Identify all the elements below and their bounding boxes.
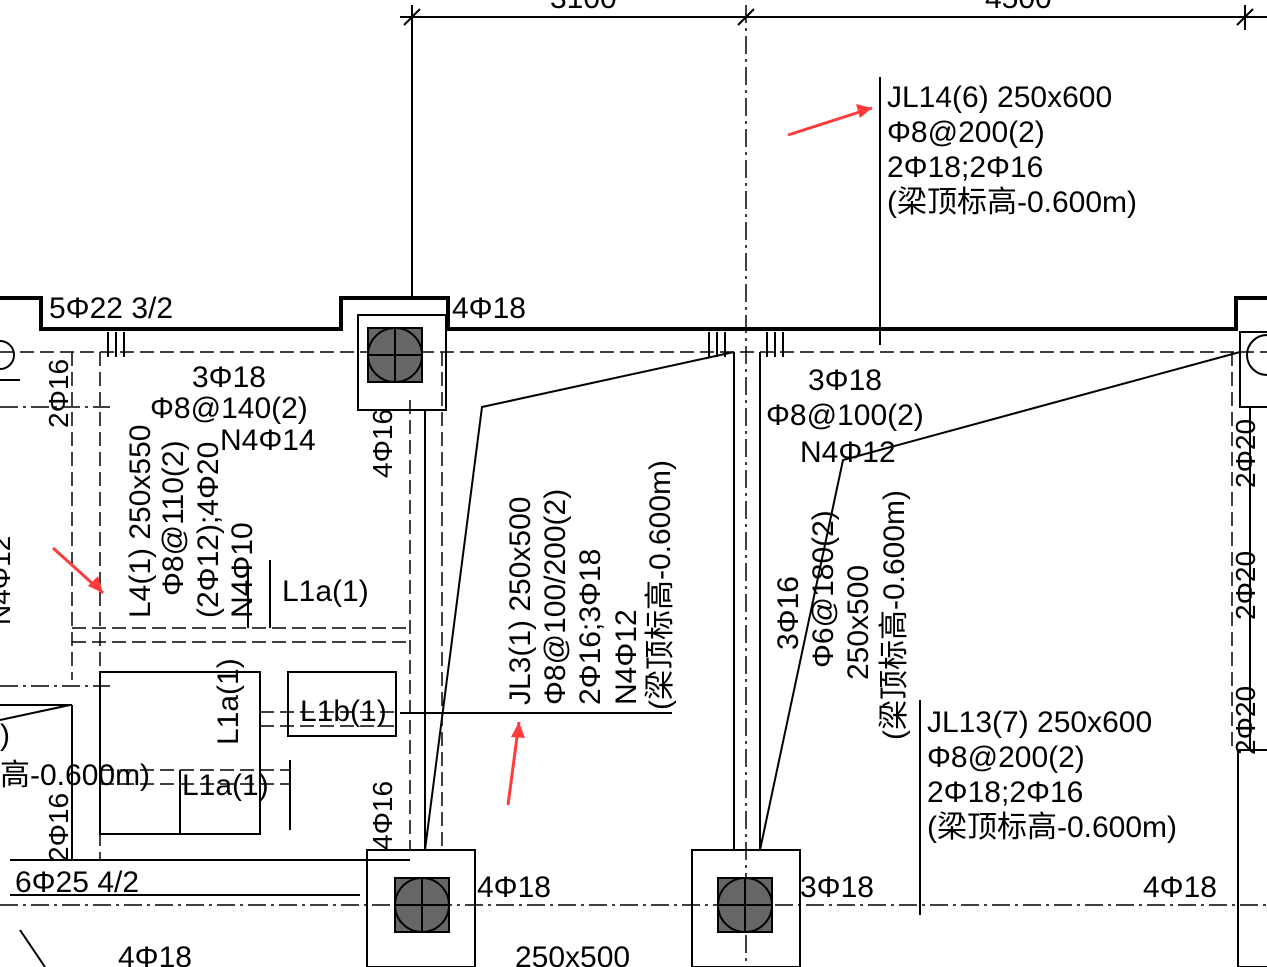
leader-lines [400, 77, 1241, 915]
column-bottom-mid [691, 849, 801, 967]
jl14-annotation: JL14(6) 250x600 Φ8@200(2) 2Φ18;2Φ16 (梁顶标… [887, 81, 1137, 219]
l1a-top-label: L1a(1) [282, 575, 369, 608]
top-main-beam [0, 296, 1267, 353]
jl14-line3: 2Φ18;2Φ16 [887, 151, 1043, 184]
beam-stirrup-marks [107, 332, 784, 357]
left-block-line3: N4Φ14 [220, 424, 316, 457]
dimension-left-span: 3100 [550, 0, 617, 15]
top-left-bar-label: 5Φ22 3/2 [49, 292, 173, 325]
right-2phi20-a: 2Φ20 [1230, 419, 1261, 488]
annotation-arrows [51, 104, 873, 806]
right-block-line3: N4Φ12 [800, 436, 896, 469]
col1-4phi16-lower: 4Φ16 [367, 781, 398, 850]
mid-line2: Φ6@180(2) [807, 510, 840, 668]
secondary-beams-frame [0, 560, 410, 967]
right-block-line1: 3Φ18 [808, 364, 882, 397]
bottom-col1-bar: 4Φ18 [477, 871, 551, 904]
jl3-line4: N4Φ12 [610, 609, 643, 705]
bottom-left-low-bar: 4Φ18 [118, 941, 192, 967]
l4-line1: L4(1) 250x550 [124, 425, 157, 618]
jl3-annotation: JL3(1) 250x500 Φ8@100/200(2) 2Φ16;3Φ18 N… [504, 460, 677, 710]
column-bottom-right [1237, 749, 1267, 967]
column-top-right [1239, 331, 1267, 408]
bottom-right-bar: 4Φ18 [1143, 871, 1217, 904]
mid-line4: (梁顶标高-0.600m) [878, 490, 911, 740]
jl13-line2: Φ8@200(2) [927, 741, 1085, 774]
beam-lines [0, 340, 1251, 860]
l4-line4: N4Φ10 [226, 522, 259, 618]
l1a-vertical-label: L1a(1) [212, 658, 245, 745]
column-top-left [357, 314, 447, 411]
jl14-line2: Φ8@200(2) [887, 116, 1045, 149]
bottom-col2-bar: 3Φ18 [800, 871, 874, 904]
left-edge-paren: ) [0, 719, 10, 752]
jl14-line1: JL14(6) 250x600 [887, 81, 1112, 114]
right-2phi20-b: 2Φ20 [1230, 551, 1261, 620]
dimension-line: 3100 4500 [400, 0, 1267, 300]
axis-lines [0, 5, 1267, 967]
bottom-left-bar: 6Φ25 4/2 [15, 866, 139, 899]
jl3-line1: JL3(1) 250x500 [504, 497, 537, 705]
right-block-line2: Φ8@100(2) [766, 399, 924, 432]
jl3-line5: (梁顶标高-0.600m) [644, 460, 677, 710]
jl13-line1: JL13(7) 250x600 [927, 706, 1152, 739]
top-mid-bar-label: 4Φ18 [452, 292, 526, 325]
jl13-annotation: JL13(7) 250x600 Φ8@200(2) 2Φ18;2Φ16 (梁顶标… [927, 706, 1177, 844]
column-bottom-left [366, 849, 476, 967]
l4-line3: (2Φ12);4Φ20 [192, 442, 225, 618]
left-col-2phi16-top: 2Φ16 [43, 359, 74, 428]
jl13-line4: (梁顶标高-0.600m) [927, 811, 1177, 844]
right-2phi20-c: 2Φ20 [1230, 686, 1261, 755]
mid-line1: 3Φ16 [772, 576, 805, 650]
l1b-label: L1b(1) [300, 695, 387, 728]
left-edge-cut-label: N4Φ12 [0, 536, 16, 625]
jl3-line2: Φ8@100/200(2) [539, 489, 572, 705]
mid-beam-annotation: 3Φ16 Φ6@180(2) 250x500 (梁顶标高-0.600m) [772, 490, 911, 740]
mid-line3: 250x500 [842, 565, 875, 680]
left-edge-2phi16: 2Φ16 [43, 793, 74, 862]
dimension-right-span: 4500 [985, 0, 1052, 15]
jl14-line4: (梁顶标高-0.600m) [887, 186, 1137, 219]
col1-4phi16-upper: 4Φ16 [367, 409, 398, 478]
left-block-line1: 3Φ18 [192, 361, 266, 394]
l1a-bottom-label: L1a(1) [182, 769, 269, 802]
bottom-mid-size: 250x500 [515, 941, 630, 967]
l4-line2: Φ8@110(2) [157, 440, 190, 596]
l4-annotation: L4(1) 250x550 Φ8@110(2) (2Φ12);4Φ20 N4Φ1… [124, 425, 259, 618]
right-top-block: 3Φ18 Φ8@100(2) N4Φ12 [766, 364, 924, 469]
left-block-line2: Φ8@140(2) [150, 392, 308, 425]
left-edge-elevation: 高-0.600m) [0, 759, 150, 792]
jl3-line3: 2Φ16;3Φ18 [574, 549, 607, 705]
jl13-line3: 2Φ18;2Φ16 [927, 776, 1083, 809]
left-top-block: 3Φ18 Φ8@140(2) N4Φ14 [150, 361, 316, 457]
